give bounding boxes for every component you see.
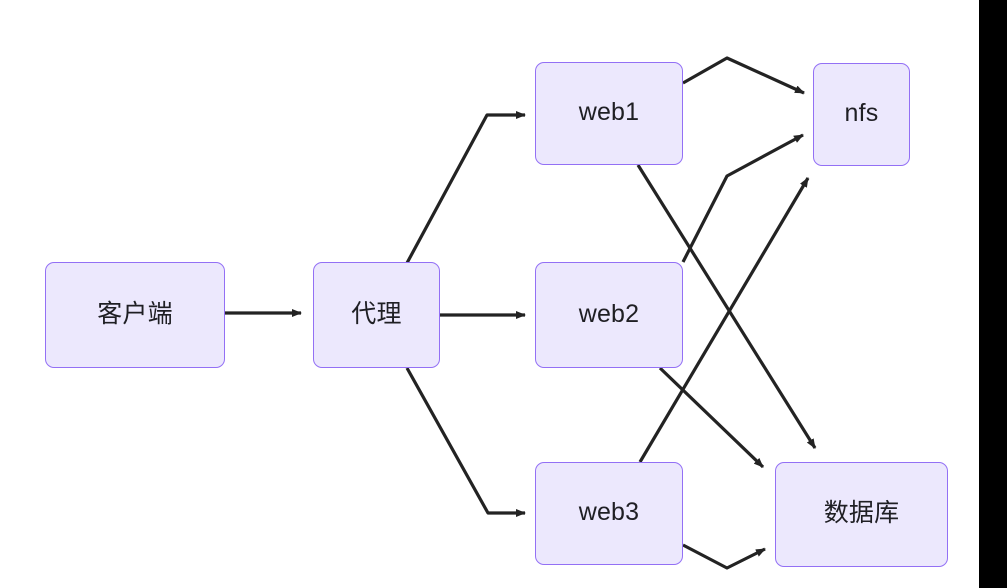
edge-web2-to-database <box>658 366 765 469</box>
edge-web2-to-nfs <box>681 133 804 263</box>
node-web3[interactable]: web3 <box>535 462 683 565</box>
edge-web3-to-nfs <box>638 177 810 463</box>
node-nfs-label: nfs <box>844 99 879 127</box>
node-proxy-label: 代理 <box>351 299 402 328</box>
node-nfs[interactable]: nfs <box>813 63 910 166</box>
node-client-label: 客户端 <box>97 299 173 328</box>
node-database[interactable]: 数据库 <box>775 462 948 567</box>
node-web1-label: web1 <box>578 98 640 126</box>
edge-proxy-to-web1 <box>405 111 526 264</box>
edge-web1-to-nfs <box>682 56 805 95</box>
node-web1[interactable]: web1 <box>535 62 683 165</box>
node-web2-label: web2 <box>578 299 640 328</box>
right-gutter <box>979 0 1007 588</box>
node-web3-label: web3 <box>578 498 640 526</box>
edge-layer <box>225 56 817 570</box>
diagram-surface: 客户端 代理 web1 web2 web3 nfs 数据库 <box>45 56 948 570</box>
node-database-label: 数据库 <box>823 499 900 527</box>
node-client[interactable]: 客户端 <box>45 262 225 368</box>
edge-web3-to-database <box>682 543 766 570</box>
edge-web1-to-database <box>636 164 817 449</box>
node-web2[interactable]: web2 <box>535 262 683 368</box>
edge-proxy-to-web3 <box>405 367 526 517</box>
node-proxy[interactable]: 代理 <box>313 262 440 368</box>
